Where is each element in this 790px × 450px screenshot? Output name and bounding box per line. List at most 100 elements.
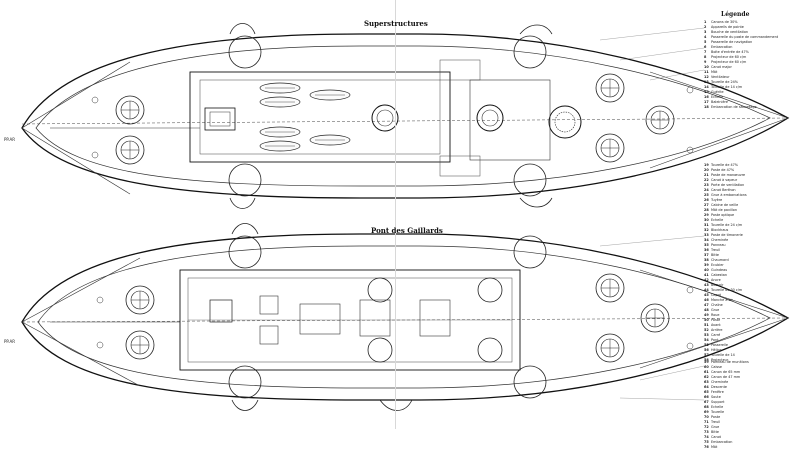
legend-entry-number: 48	[704, 308, 709, 312]
legend-entry-number: 39	[704, 263, 709, 267]
legend-entry-number: 60	[704, 365, 709, 369]
superstructures-plan	[21, 23, 790, 209]
legend-entry-number: 3	[704, 30, 707, 34]
legend-entry-number: 5	[704, 40, 707, 44]
legend-entry-text: Bitte	[711, 430, 720, 434]
legend-entry-number: 46	[704, 298, 709, 302]
legend-entry-text: Ancre	[711, 278, 721, 282]
legend-entry-text: Guérite	[711, 90, 724, 94]
legend-entry-text: Treuil	[711, 248, 721, 252]
legend-entry-text: Echelle	[711, 218, 724, 222]
legend-entry: 9 Projecteur de 60 c/m	[704, 60, 778, 65]
legend-entry-text: Poste	[711, 415, 721, 419]
legend-entry-number: 7	[704, 50, 707, 54]
legend-entry-number: 12	[704, 75, 709, 79]
legend-entry-number: 28	[704, 208, 709, 212]
legend-entry-number: 67	[704, 400, 709, 404]
legend-entry-number: 35	[704, 243, 709, 247]
legend-entry-number: 26	[704, 198, 709, 202]
legend-entry-number: 25	[704, 193, 709, 197]
legend-entry-text: Grue	[711, 308, 720, 312]
legend-entry-number: 51	[704, 323, 709, 327]
legend-entry-number: 70	[704, 415, 709, 419]
legend-entry-text: Hélice	[711, 348, 722, 352]
plan-title-superstructures: Superstructures	[364, 19, 428, 28]
legend-entry-text: Embarcation	[711, 45, 733, 49]
legend-entry-number: 50	[704, 318, 709, 322]
legend-entry-number: 19	[704, 163, 709, 167]
legend-entry-text: Guindeau	[711, 268, 728, 272]
legend-entry-text: Passerelle	[711, 343, 728, 347]
legend-entry-text: Pont	[711, 338, 719, 342]
legend-entry-text: Poste de timonerie	[711, 233, 743, 237]
legend-entry-text: Soute	[711, 395, 721, 399]
legend-entry-number: 18	[704, 105, 709, 109]
legend-entry-text: Bossoir	[711, 283, 724, 287]
legend-entry-number: 2	[704, 25, 707, 29]
legend-entry-text: Ventilateur	[711, 75, 730, 79]
legend-entry-text: Embarcation	[711, 440, 733, 444]
legend-entry-text: Embarcation de sauvetage	[711, 105, 757, 109]
legend-entry-number: 44	[704, 288, 709, 292]
legend-entry-text: Cheminée	[711, 380, 729, 384]
legend-entry-number: 24	[704, 188, 709, 192]
legend-entry-number: 23	[704, 183, 709, 187]
legend-entry-text: Treuil	[711, 420, 721, 424]
legend-entry-number: 72	[704, 425, 709, 429]
legend-entry-number: 4	[704, 35, 707, 39]
legend-entry-text: Cabestan	[711, 273, 728, 277]
legend-entry-number: 9	[704, 60, 707, 64]
legend-entry-number: 1	[704, 20, 707, 24]
legend-entry-text: Caisse	[711, 365, 723, 369]
legend-entry-text: Baleinière	[711, 100, 728, 104]
legend-entry-text: Poste	[711, 318, 721, 322]
legend-entry-text: Projecteur de 60 c/m	[711, 60, 747, 64]
legend-entry-number: 27	[704, 203, 709, 207]
legend-entry-number: 55	[704, 343, 709, 347]
legend-entry-number: 66	[704, 395, 709, 399]
legend-entry-number: 14	[704, 85, 709, 89]
legend-entry-number: 37	[704, 253, 709, 257]
legend-entry-text: Support	[711, 400, 725, 404]
legend-entry-text: Descente	[711, 385, 727, 389]
legend-entry-number: 32	[704, 228, 709, 232]
legend-entry-number: 76	[704, 445, 709, 449]
legend-entry-number: 8	[704, 55, 707, 59]
legend-entry-text: Tourelle de 30 c/m	[711, 288, 743, 292]
legend-entry-text: Tuyère	[711, 198, 723, 202]
legend-entry-text: Mât	[711, 445, 718, 449]
legend-entry-text: Echelle	[711, 405, 724, 409]
legend-entry-text: Canons de 30%	[711, 20, 738, 24]
perpendicular-marker-bottom: PP.AR	[4, 339, 15, 344]
legend-entry-number: 49	[704, 313, 709, 317]
legend-entry-text: Canot major	[711, 65, 732, 69]
legend-entry-number: 13	[704, 80, 709, 84]
legend-entry-text: Poste optique	[711, 213, 735, 217]
